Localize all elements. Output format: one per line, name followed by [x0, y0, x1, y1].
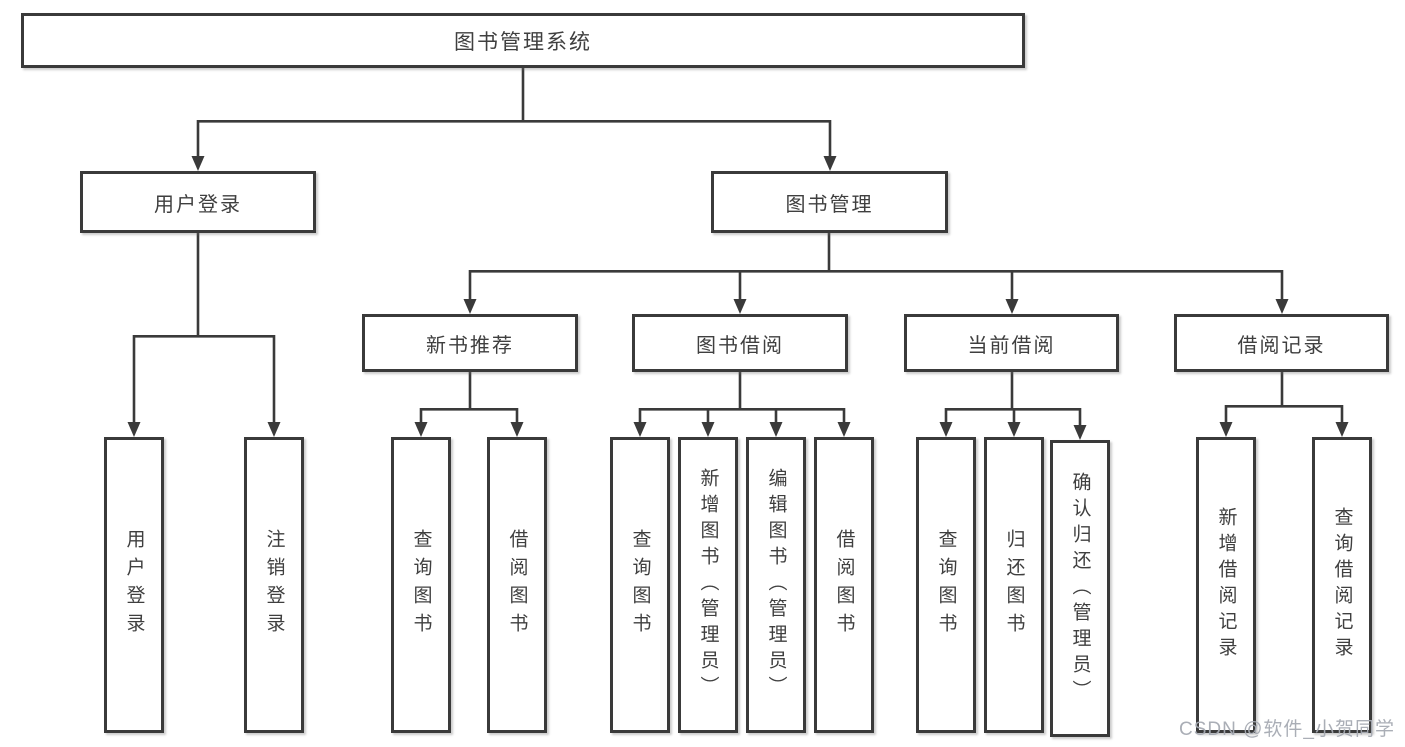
node-book-borrowing: 图书借阅	[632, 314, 848, 372]
arrowheads	[127, 156, 1349, 440]
node-borrowing-records: 借阅记录	[1174, 314, 1389, 372]
leaf-query-books-current-label: 查询图书	[935, 529, 957, 641]
leaf-return-books: 归还图书	[984, 437, 1044, 733]
leaf-add-borrowing-record: 新增借阅记录	[1196, 437, 1256, 733]
leaf-query-books-recommendation: 查询图书	[391, 437, 451, 733]
leaf-query-borrowing-record-label: 查询借阅记录	[1331, 507, 1353, 663]
node-current-borrowing: 当前借阅	[904, 314, 1119, 372]
node-book-management-label: 图书管理	[785, 193, 874, 216]
leaf-add-books-admin-label: 新增图书（管理员）	[697, 468, 719, 702]
leaf-borrow-books-recommendation-label: 借阅图书	[506, 529, 528, 641]
leaf-borrow-books-borrowing-label: 借阅图书	[833, 529, 855, 641]
leaf-query-books-recommendation-label: 查询图书	[410, 529, 432, 641]
leaf-add-books-admin: 新增图书（管理员）	[678, 437, 738, 733]
leaf-query-books-borrowing-label: 查询图书	[629, 529, 651, 641]
node-user-login: 用户登录	[80, 171, 316, 233]
leaf-confirm-return-admin-label: 确认归还（管理员）	[1069, 471, 1091, 706]
node-user-login-label: 用户登录	[154, 193, 242, 216]
leaf-add-borrowing-record-label: 新增借阅记录	[1215, 507, 1237, 663]
leaf-user-login: 用户登录	[104, 437, 164, 733]
leaf-query-books-current: 查询图书	[916, 437, 976, 733]
leaf-logout-label: 注销登录	[263, 529, 285, 641]
csdn-watermark: CSDN @软件_小贺同学	[1179, 719, 1395, 740]
leaf-query-borrowing-record: 查询借阅记录	[1312, 437, 1372, 733]
leaf-borrow-books-recommendation: 借阅图书	[487, 437, 547, 733]
node-library-management-system: 图书管理系统	[21, 13, 1025, 68]
leaf-user-login-label: 用户登录	[123, 529, 145, 641]
node-current-borrowing-label: 当前借阅	[967, 334, 1056, 357]
node-new-book-recommendation-label: 新书推荐	[426, 334, 514, 357]
leaf-logout: 注销登录	[244, 437, 304, 733]
leaf-borrow-books-borrowing: 借阅图书	[814, 437, 874, 733]
leaf-edit-books-admin: 编辑图书（管理员）	[746, 437, 806, 733]
node-borrowing-records-label: 借阅记录	[1237, 334, 1326, 357]
node-library-management-system-label: 图书管理系统	[454, 30, 592, 54]
node-new-book-recommendation: 新书推荐	[362, 314, 578, 372]
node-book-borrowing-label: 图书借阅	[696, 334, 784, 357]
leaf-query-books-borrowing: 查询图书	[610, 437, 670, 733]
leaf-confirm-return-admin: 确认归还（管理员）	[1050, 440, 1110, 737]
leaf-edit-books-admin-label: 编辑图书（管理员）	[765, 468, 787, 702]
node-book-management: 图书管理	[711, 171, 948, 233]
leaf-return-books-label: 归还图书	[1003, 529, 1025, 641]
